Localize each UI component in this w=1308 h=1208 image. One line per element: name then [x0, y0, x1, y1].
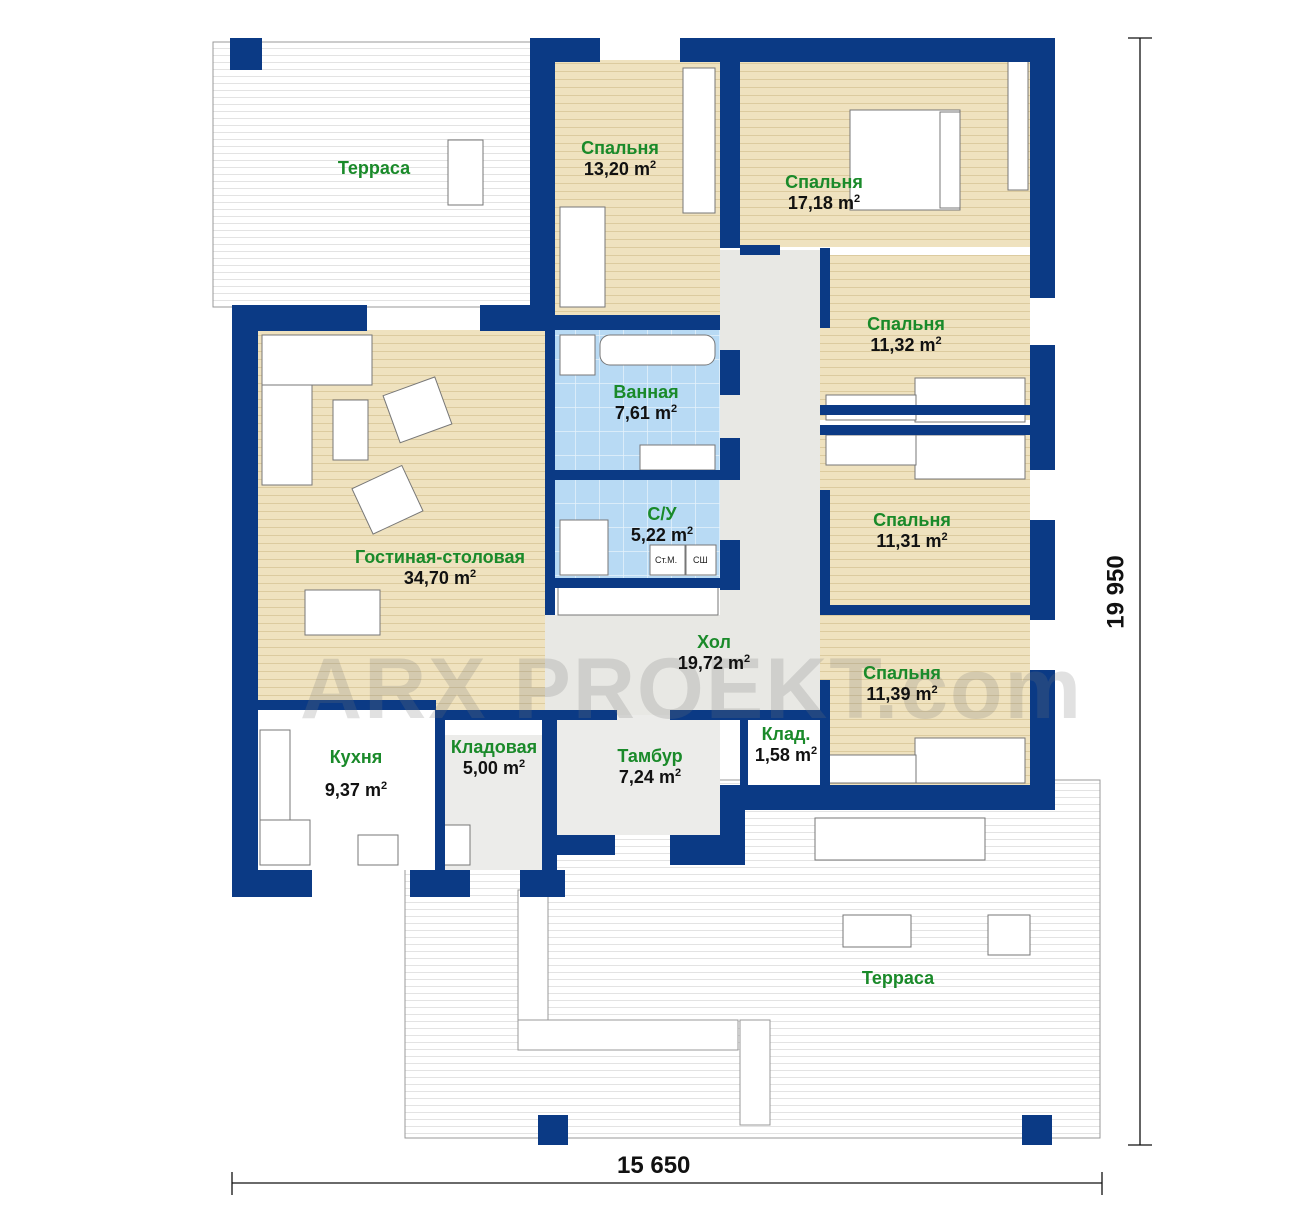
walls	[230, 38, 1055, 1145]
room-label-storage: Клад.1,58 m2	[754, 724, 818, 765]
washer-label: Ст.М.	[655, 555, 678, 565]
dryer-label: СШ	[693, 555, 708, 565]
height-dimension: 19 950	[1102, 555, 1130, 629]
watermark: ARX PROEKT.com	[300, 641, 1084, 737]
width-dimension: 15 650	[617, 1152, 691, 1179]
room-label-terrace-top: Терраса	[337, 158, 411, 178]
room-label-terrace-bottom: Терраса	[861, 968, 935, 988]
